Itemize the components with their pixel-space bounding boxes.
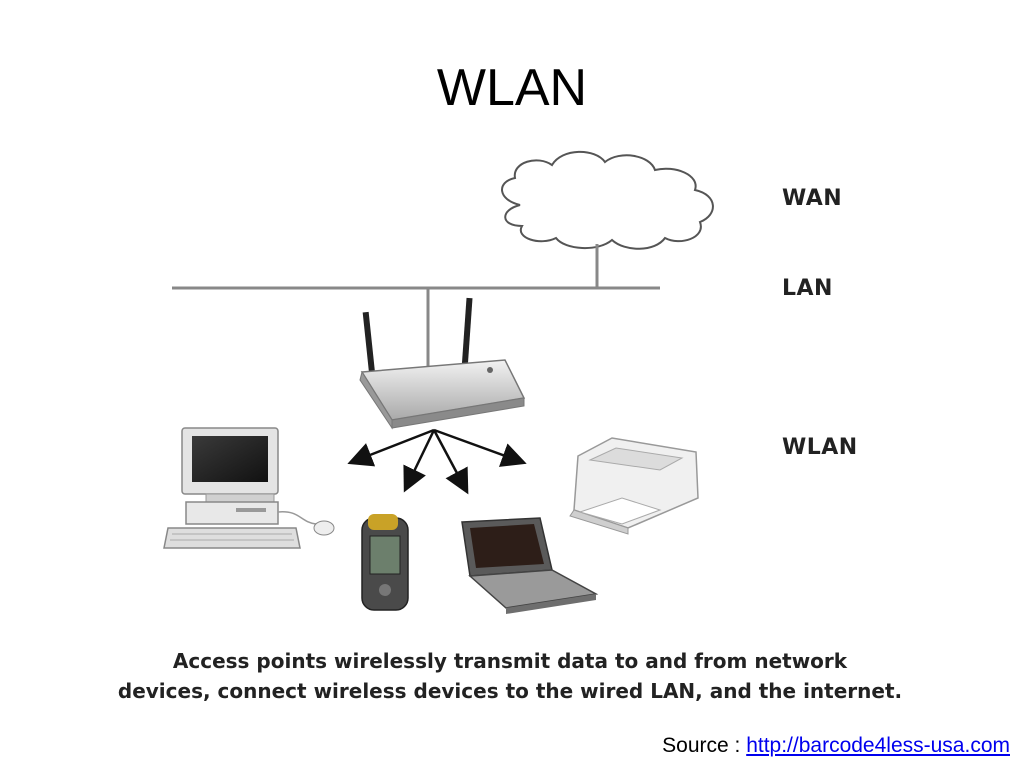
source-citation: Source : http://barcode4less-usa.com: [662, 734, 1010, 758]
wan-label: WAN: [782, 186, 843, 211]
source-prefix: Source :: [662, 734, 747, 757]
handheld-device-icon: [361, 514, 409, 611]
desktop-computer-icon: [163, 427, 335, 549]
slide-title: WLAN: [436, 59, 588, 117]
access-point-icon: [359, 297, 526, 430]
lan-label: LAN: [782, 276, 833, 301]
wireless-arrows: [347, 428, 527, 495]
laptop-icon: [461, 517, 599, 614]
printer-icon: [569, 437, 699, 535]
caption-line-1: Access points wirelessly transmit data t…: [172, 649, 848, 673]
source-link[interactable]: http://barcode4less-usa.com: [746, 734, 1010, 757]
wlan-label: WLAN: [782, 435, 858, 460]
wan-cloud-icon: [501, 150, 714, 250]
caption-line-2: devices, connect wireless devices to the…: [117, 679, 903, 703]
